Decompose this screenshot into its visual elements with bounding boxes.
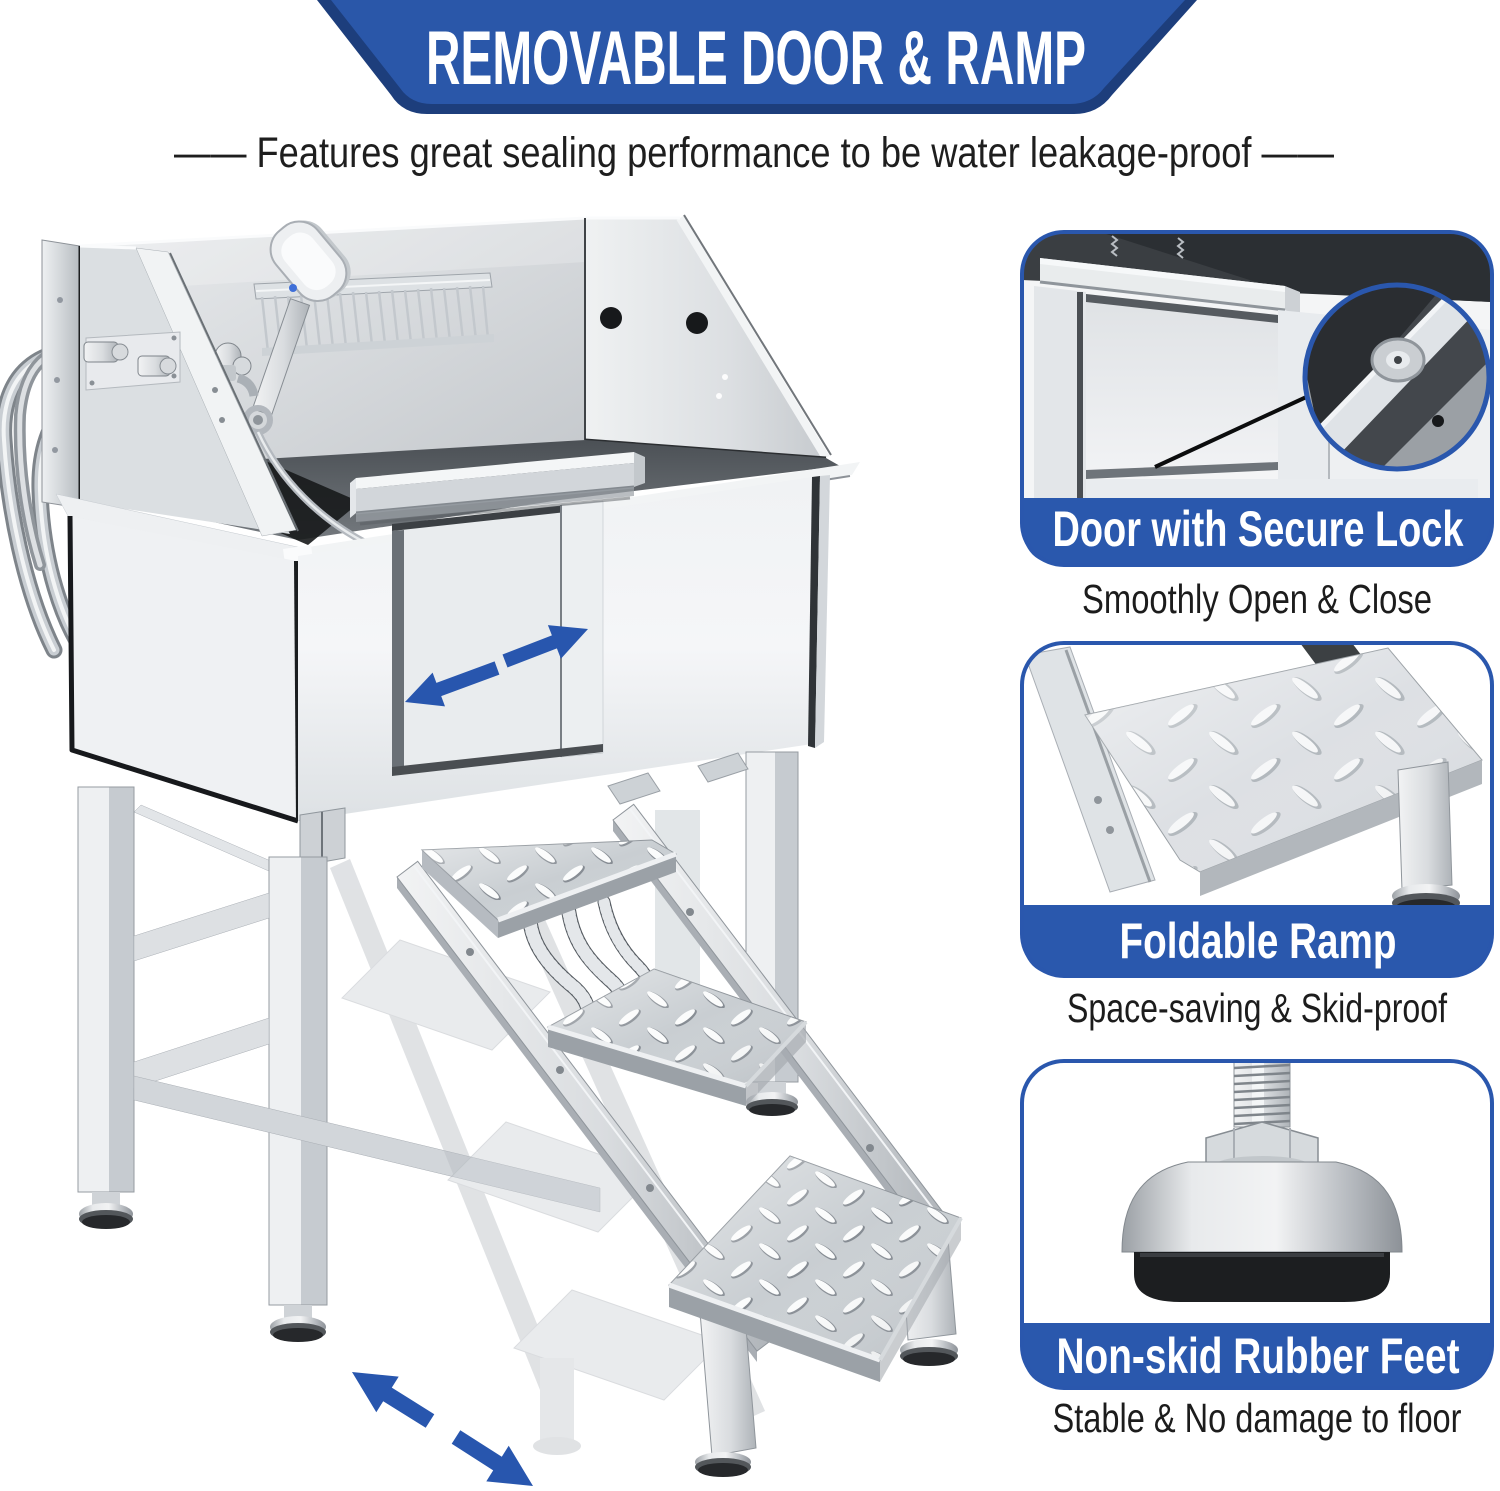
svg-text:Space-saving & Skid-proof: Space-saving & Skid-proof (1067, 985, 1447, 1031)
svg-text:Stable & No damage to floor: Stable & No damage to floor (1053, 1395, 1462, 1441)
svg-text:Foldable Ramp: Foldable Ramp (1120, 913, 1397, 969)
svg-text:Smoothly Open & Close: Smoothly Open & Close (1082, 576, 1432, 622)
svg-text:REMOVABLE DOOR & RAMP: REMOVABLE DOOR & RAMP (426, 16, 1086, 101)
svg-text:—— Features great sealing perf: —— Features great sealing performance to… (174, 129, 1334, 177)
svg-text:Door with Secure Lock: Door with Secure Lock (1053, 501, 1464, 557)
svg-text:Non-skid Rubber Feet: Non-skid Rubber Feet (1057, 1328, 1460, 1384)
